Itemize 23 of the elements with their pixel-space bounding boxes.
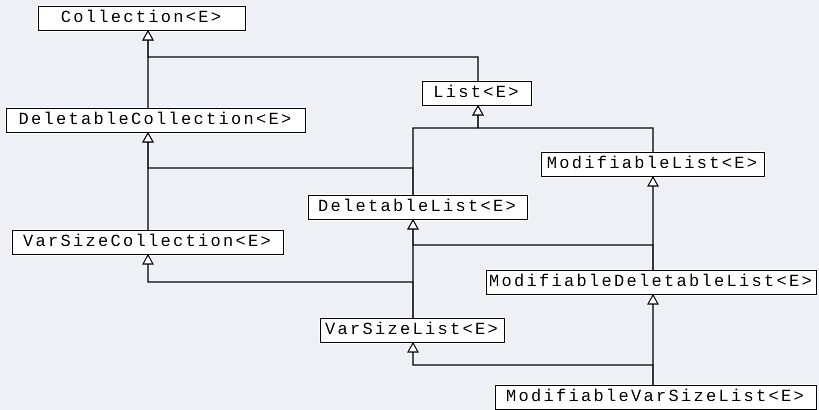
class-box [38,6,246,31]
inheritance-arrow [407,219,419,318]
class-box [12,230,284,255]
class-name: ModifiableList<E> [546,155,760,174]
class-name: DeletableCollection<E> [18,111,294,130]
inheritance-arrow [142,30,154,108]
class-name: Collection<E> [60,9,224,28]
class-box [422,81,532,106]
inheritance-arrow [407,342,654,385]
inheritance-arrow [142,132,154,230]
class-name: VarSizeList<E> [324,321,500,340]
class-box [495,385,817,410]
class-box [6,108,306,133]
class-name: ModifiableVarSizeList<E> [506,388,806,407]
inheritance-arrow [647,176,659,270]
class-box [308,195,528,220]
class-name: List<E> [433,84,521,103]
class-name: DeletableList<E> [318,198,518,217]
class-name: ModifiableDeletableList<E> [488,273,814,292]
class-name: VarSizeCollection<E> [22,233,274,252]
class-box [320,318,505,343]
inheritance-arrow [472,105,654,152]
class-box [541,152,765,177]
